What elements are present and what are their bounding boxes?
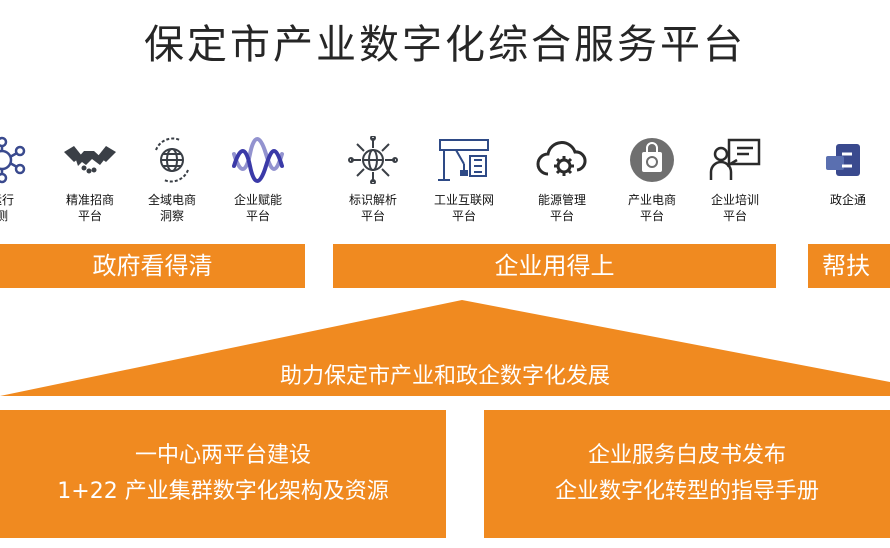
icon-label: 工业互联网 平台 — [433, 193, 494, 223]
left-box-line2: 1+22 产业集群数字化架构及资源 — [57, 479, 389, 504]
identifier-resolution-icon — [345, 136, 401, 184]
government-group: 运行 测 精准招商 平台 全域电商 洞察 — [0, 136, 310, 246]
icon-label: 能源管理 平台 — [537, 193, 586, 223]
icon-label: 企业赋能 平台 — [233, 193, 282, 223]
icon-label: 标识解析 平台 — [348, 193, 397, 223]
icon-label: 全域电商 洞察 — [147, 193, 196, 223]
icon-item-operation-monitor: 运行 测 — [0, 136, 42, 224]
wave-icon — [230, 136, 286, 184]
globe-refresh-icon — [144, 136, 200, 184]
icon-label: 产业电商 平台 — [627, 193, 676, 223]
icon-item-industry-ecommerce: 产业电商 平台 — [612, 136, 692, 224]
assistance-group: 政企通 — [808, 136, 890, 246]
network-icon — [0, 136, 30, 184]
foundation-triangle — [0, 300, 890, 396]
industrial-iot-icon — [436, 136, 492, 184]
handshake-icon — [62, 136, 118, 184]
icon-label: 政企通 — [829, 193, 866, 207]
right-box-line1: 企业服务白皮书发布 — [587, 443, 786, 468]
icon-item-industrial-internet: 工业互联网 平台 — [424, 136, 504, 224]
right-foundation-box: 企业服务白皮书发布 企业数字化转型的指导手册 — [484, 410, 890, 538]
foundation-label: 助力保定市产业和政企数字化发展 — [279, 364, 610, 389]
right-box-line2: 企业数字化转型的指导手册 — [554, 479, 819, 504]
icon-label: 企业培训 平台 — [710, 193, 759, 223]
icon-item-enterprise-training: 企业培训 平台 — [695, 136, 775, 224]
icon-item-gov-enterprise: 政企通 — [808, 136, 888, 208]
training-icon — [707, 136, 763, 184]
cloud-gear-icon — [534, 136, 590, 184]
icon-label: 精准招商 平台 — [65, 193, 114, 223]
icon-item-enterprise-empower: 企业赋能 平台 — [218, 136, 298, 224]
left-foundation-box: 一中心两平台建设 1+22 产业集群数字化架构及资源 — [0, 410, 446, 538]
enterprise-group: 标识解析 平台 工业互联网 平台 能源管理 平台 — [325, 136, 785, 246]
government-banner: 政府看得清 — [0, 244, 305, 288]
icon-label: 运行 测 — [0, 193, 14, 223]
enterprise-banner: 企业用得上 — [333, 244, 776, 288]
shopping-bag-icon — [624, 136, 680, 184]
gov-enterprise-icon — [820, 136, 876, 184]
page-title: 保定市产业数字化综合服务平台 — [144, 22, 746, 68]
icon-item-ecommerce-insight: 全域电商 洞察 — [132, 136, 212, 224]
icon-item-identifier-resolution: 标识解析 平台 — [333, 136, 413, 224]
icon-item-precise-investment: 精准招商 平台 — [50, 136, 130, 224]
assistance-banner: 帮扶落 — [808, 244, 890, 324]
left-box-line1: 一中心两平台建设 — [134, 443, 311, 468]
icon-item-energy-management: 能源管理 平台 — [522, 136, 602, 224]
